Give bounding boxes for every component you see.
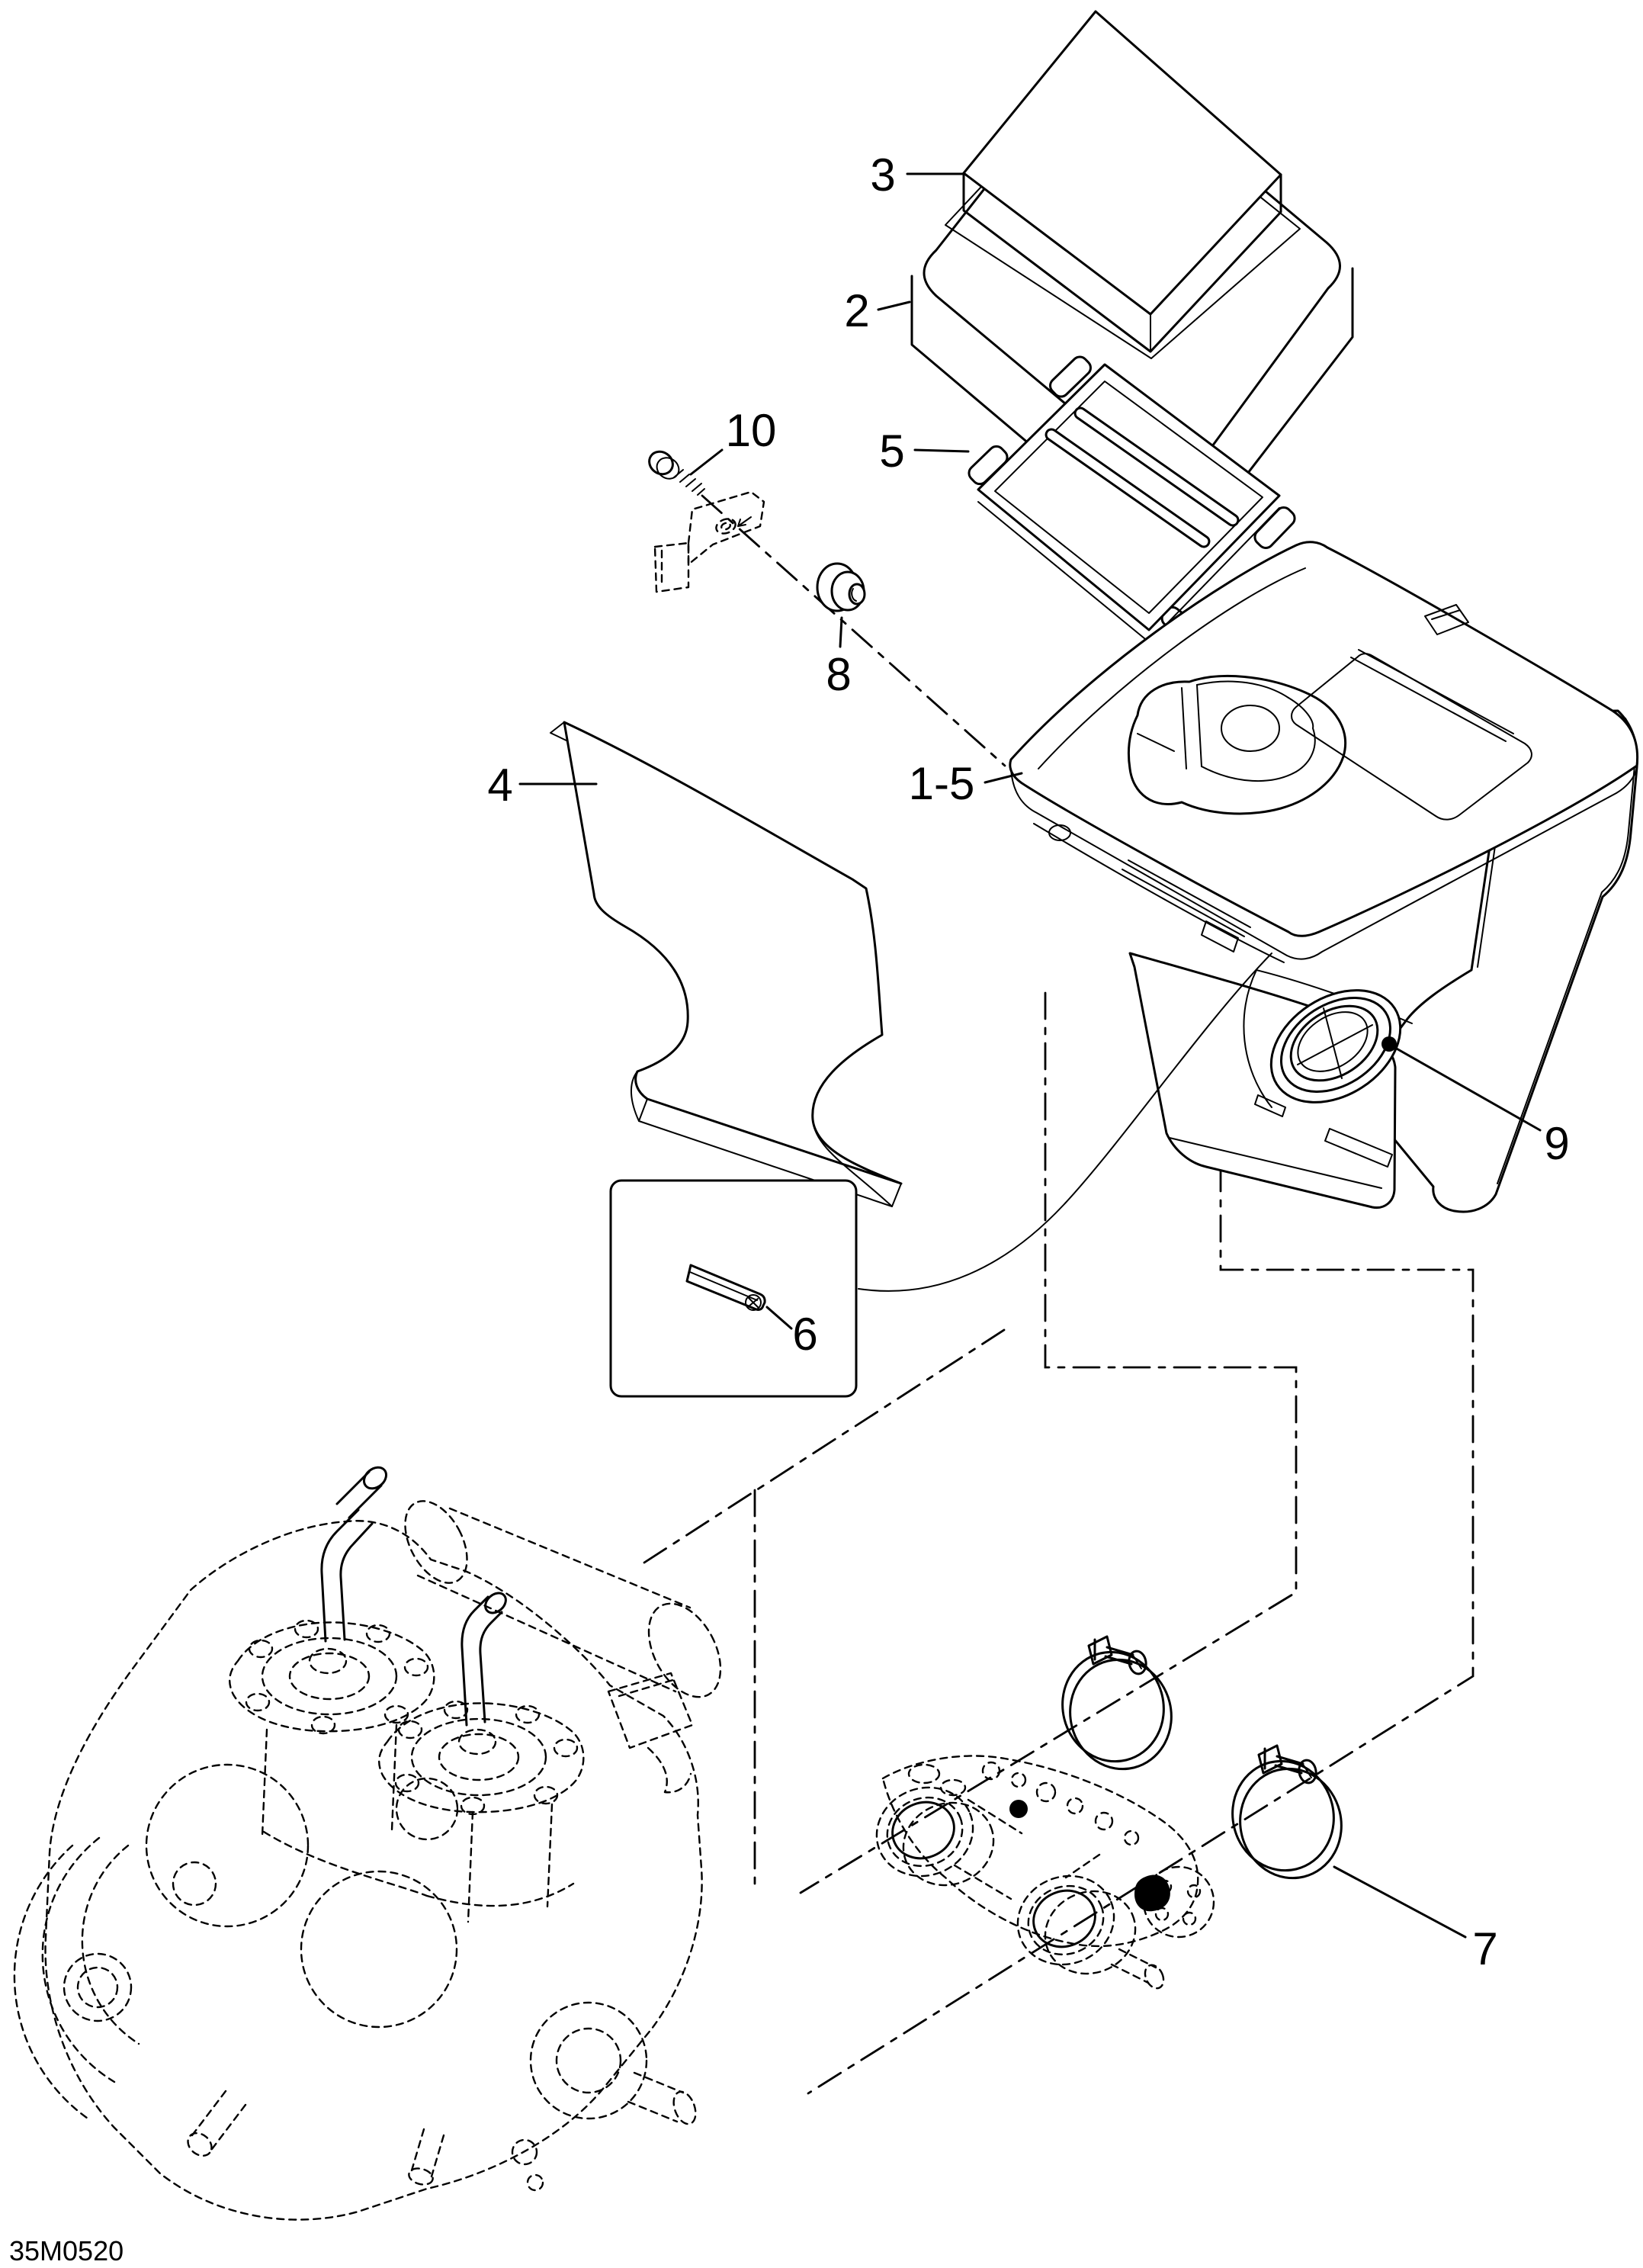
part-6-strip — [685, 1264, 766, 1311]
callout-6: 6 — [792, 1309, 817, 1360]
engine-phantom — [13, 1466, 722, 2221]
airbox-side-panel — [1356, 709, 1638, 1213]
inset-leader-curve — [858, 952, 1272, 1292]
leader-1-5 — [984, 772, 1023, 784]
engine-fittings — [187, 2090, 544, 2192]
leader-8 — [839, 616, 843, 648]
leader-5 — [913, 448, 970, 453]
engine-circle-1 — [145, 1763, 310, 1928]
callout-1-5: 1-5 — [909, 758, 975, 809]
leader-2 — [877, 300, 911, 311]
engine-tube — [404, 1500, 722, 1698]
throttle-pump-plate — [1009, 1800, 1215, 1939]
callout-10: 10 — [726, 405, 777, 456]
callout-7: 7 — [1472, 1923, 1497, 1974]
engine-end-cover — [529, 2001, 697, 2125]
callout-8: 8 — [826, 649, 851, 700]
callout-2: 2 — [844, 285, 869, 336]
callout-9: 9 — [1544, 1118, 1569, 1169]
sheet-code: 35M0520 — [9, 2235, 124, 2266]
part-4-foam-panel — [550, 721, 903, 1207]
center-lines — [643, 494, 1475, 2095]
spark-plug-tube-1 — [320, 1466, 387, 1643]
airbox-assembly — [1009, 541, 1639, 1213]
airbox-lid-opening — [1127, 674, 1347, 815]
engine-circle-2 — [300, 1870, 458, 2029]
bracket-phantom — [653, 490, 765, 593]
part-10-screw — [648, 450, 705, 496]
callout-3: 3 — [870, 149, 895, 201]
airbox-lid — [1009, 541, 1639, 937]
engine-circle-3 — [395, 1777, 459, 1841]
part-7-clamp-1 — [1061, 1635, 1173, 1771]
leader-7 — [1333, 1865, 1467, 1939]
engine-flywheel-housing — [13, 1836, 140, 2122]
throttle-fuel-fitting — [1110, 1948, 1165, 1990]
throttle-bore-2 — [1016, 1874, 1137, 1975]
throttle-body-phantom — [875, 1755, 1215, 1990]
airbox-inlet-ring — [1243, 969, 1413, 1108]
callout-4: 4 — [487, 760, 512, 811]
engine-mount-bracket — [607, 1672, 694, 1794]
engine-head-2 — [378, 1700, 585, 1816]
throttle-hardware — [907, 1761, 1140, 1900]
leader-9 — [1394, 1046, 1542, 1132]
leader-10 — [689, 448, 724, 476]
part-3-foam-pad — [962, 10, 1282, 353]
callout-5: 5 — [879, 426, 904, 477]
engine-circle-4 — [172, 1861, 217, 1907]
part-9-marker-dot — [1381, 1036, 1397, 1052]
throttle-bore-1 — [875, 1786, 995, 1887]
part-8-grommet — [816, 562, 866, 612]
spark-plug-tube-2 — [460, 1592, 507, 1727]
leader-6 — [765, 1306, 793, 1330]
part-7-clamp-2 — [1231, 1744, 1343, 1880]
callouts: 3 2 5 10 8 4 1-5 9 6 7 — [487, 149, 1569, 1974]
part-6-inset — [609, 952, 1272, 1398]
engine-head-1 — [229, 1619, 435, 1735]
